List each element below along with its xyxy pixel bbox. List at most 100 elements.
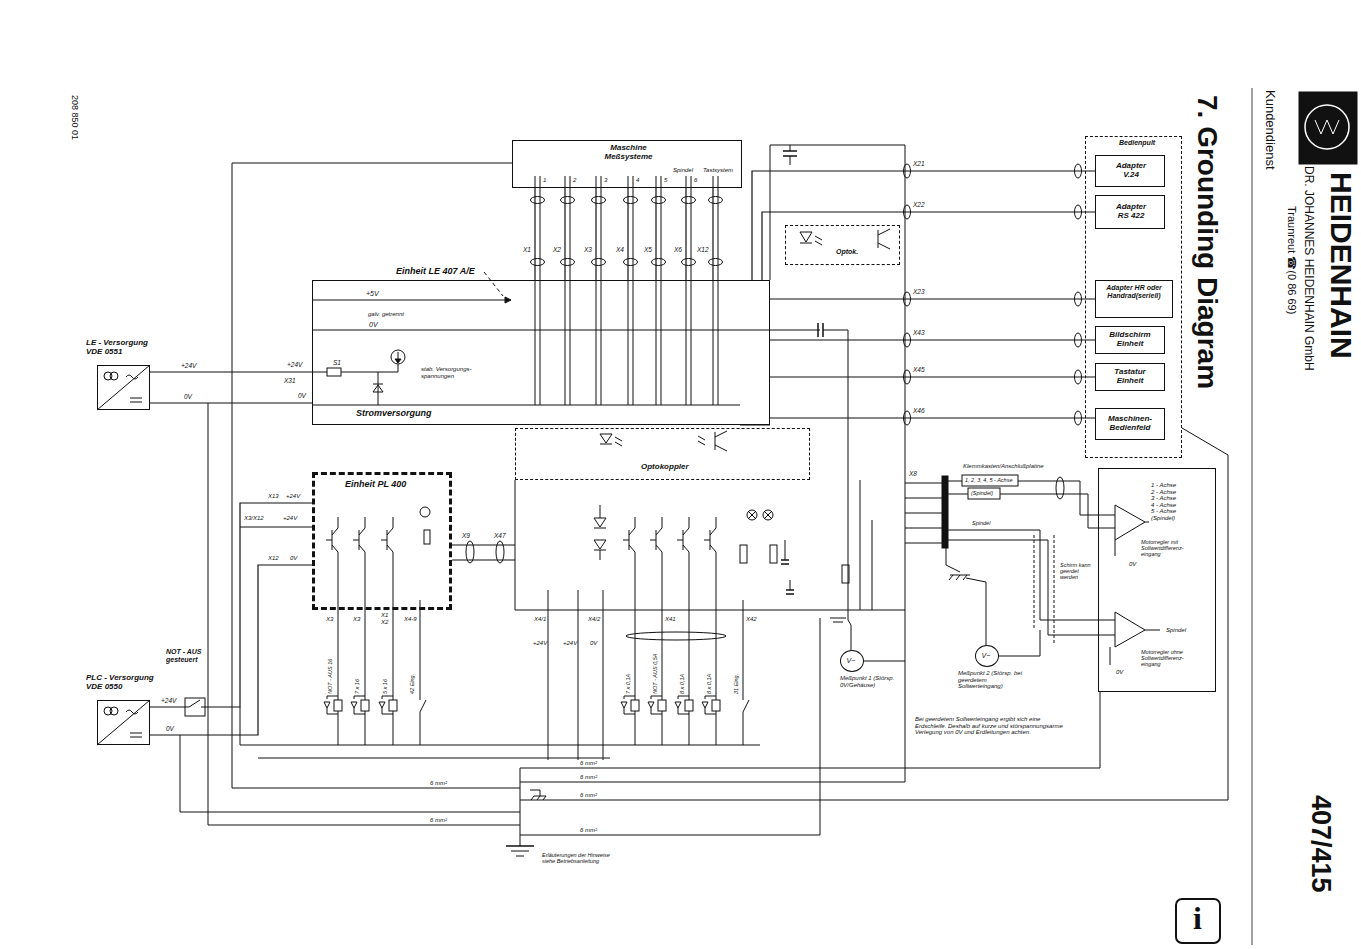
diode-symbol [702,702,708,708]
diode-symbol [382,708,393,714]
cable-wire [535,280,536,405]
terminal-wiring [905,543,942,544]
unit-internal-wiring [240,272,848,527]
node-text: LE - Versorgung VDE 0551 [86,339,156,357]
node-text: Bildschirm Einheit [1106,331,1154,349]
output-wire [662,552,663,745]
amplifier-symbol [1145,630,1160,631]
interface-wiring [748,511,756,519]
wire-size: 6 mm² [430,780,447,787]
output-rating: 7 x 16 [354,679,360,694]
terminal-wiring [1040,630,1041,656]
cable-wire [601,176,602,405]
connector-label: X45 [912,366,926,373]
unit-internal-wiring [312,300,505,301]
node-text: Spindel [1166,627,1186,634]
connector-name: X41 [665,616,676,623]
connector-label: X4 [615,246,625,253]
cable-shield [561,197,575,204]
terminal-wiring [948,481,962,482]
cable-wire [628,280,629,405]
transistor-symbol [332,545,338,552]
cable-wire [628,176,629,188]
signal-name: +24V [286,493,300,500]
wire-size: 6 mm² [580,774,597,781]
output-wire [338,552,339,745]
signal-name: +24V [563,640,577,647]
cable-wire [661,176,662,405]
connector-label: +24V [160,697,177,704]
amplifier-symbol [1145,522,1149,523]
optocoupler-symbol [698,441,705,445]
ground-wire [520,692,1100,768]
footnote: Erläuterungen der Hinweise siehe Betrieb… [542,852,624,864]
switch-contact [420,700,426,712]
terminal-wiring [949,575,953,580]
input-count: 42 Eing. [409,674,415,694]
connector-shield [904,205,911,219]
cable-shield [531,197,545,204]
company-name: DR. JOHANNES HEIDENHAIN GmbH [1302,166,1315,371]
housing-outline [790,145,791,151]
wire-size: 6 mm² [430,817,447,824]
axis-label: (Spindel) [971,490,993,496]
input-wire [743,712,744,745]
optocoupler-symbol [600,434,612,443]
plc-unit-box: Einheit PL 400 [312,472,452,610]
wire-connector [150,503,312,707]
ground-wire [208,403,520,825]
transistor-symbol [683,545,689,552]
unit-internal-wiring [373,384,383,385]
terminal-wiring [905,528,942,529]
wire-connector [685,188,686,280]
diode-symbol [675,702,681,708]
diode-symbol [624,696,635,699]
connector-shield [904,370,911,384]
node-text: Einheit PL 400 [345,480,406,490]
info-icon: i [1193,901,1202,936]
optocoupler-symbol [615,442,622,446]
interface-wiring [781,559,789,561]
ground-wire [531,796,534,800]
ground-wire [180,735,520,812]
cable-wire [565,176,566,188]
interface-wiring [790,580,791,590]
measuring-point-note: Meßpunkt 1 (Störsp. 0V/Gehäuse) [840,675,902,688]
optocoupler-symbol [878,229,890,235]
header-graphics [1299,92,1357,164]
interface-wiring [452,545,515,546]
input-count: 31 Eing. [733,674,739,694]
cable-shield [682,259,696,266]
unit-internal-wiring [378,372,379,405]
wire-connector [752,171,1095,280]
node-text: Optokoppler [641,463,689,472]
optocoupler-box: Optokoppler [515,428,810,480]
cable-shield [709,197,723,204]
unit-internal-wiring [327,368,341,376]
unit-internal-wiring [823,330,848,331]
connector-label: 0V [165,725,175,732]
switch-label: NOT - AUS gesteuert [166,648,206,663]
header-graphics [1252,88,1253,945]
signal-name: 0V [590,640,597,647]
node-text: 1 - Achse 2 - Achse 3 - Achse 4 - Achse … [1151,482,1179,522]
node-text: Bedienpult [1119,139,1155,147]
housing-outline [783,150,797,152]
cable-wire [686,280,687,405]
connector-shield [904,411,911,425]
ground-wire [520,618,820,835]
unit-internal-wiring [505,297,511,303]
ground-wire [537,796,540,800]
connector-shield [1075,292,1082,306]
adapter-box: Adapter V.24 [1095,155,1165,187]
servo-amplifier-box: 1 - Achse 2 - Achse 3 - Achse 4 - Achse … [1098,468,1216,692]
signal-name: +24V [287,361,302,368]
optocoupler-symbol [600,229,890,451]
cable-shield [626,632,726,640]
ground-wire [232,163,520,788]
input-wire [420,712,421,745]
optocoupler-symbol [715,445,727,451]
wire-connector [762,212,1095,280]
